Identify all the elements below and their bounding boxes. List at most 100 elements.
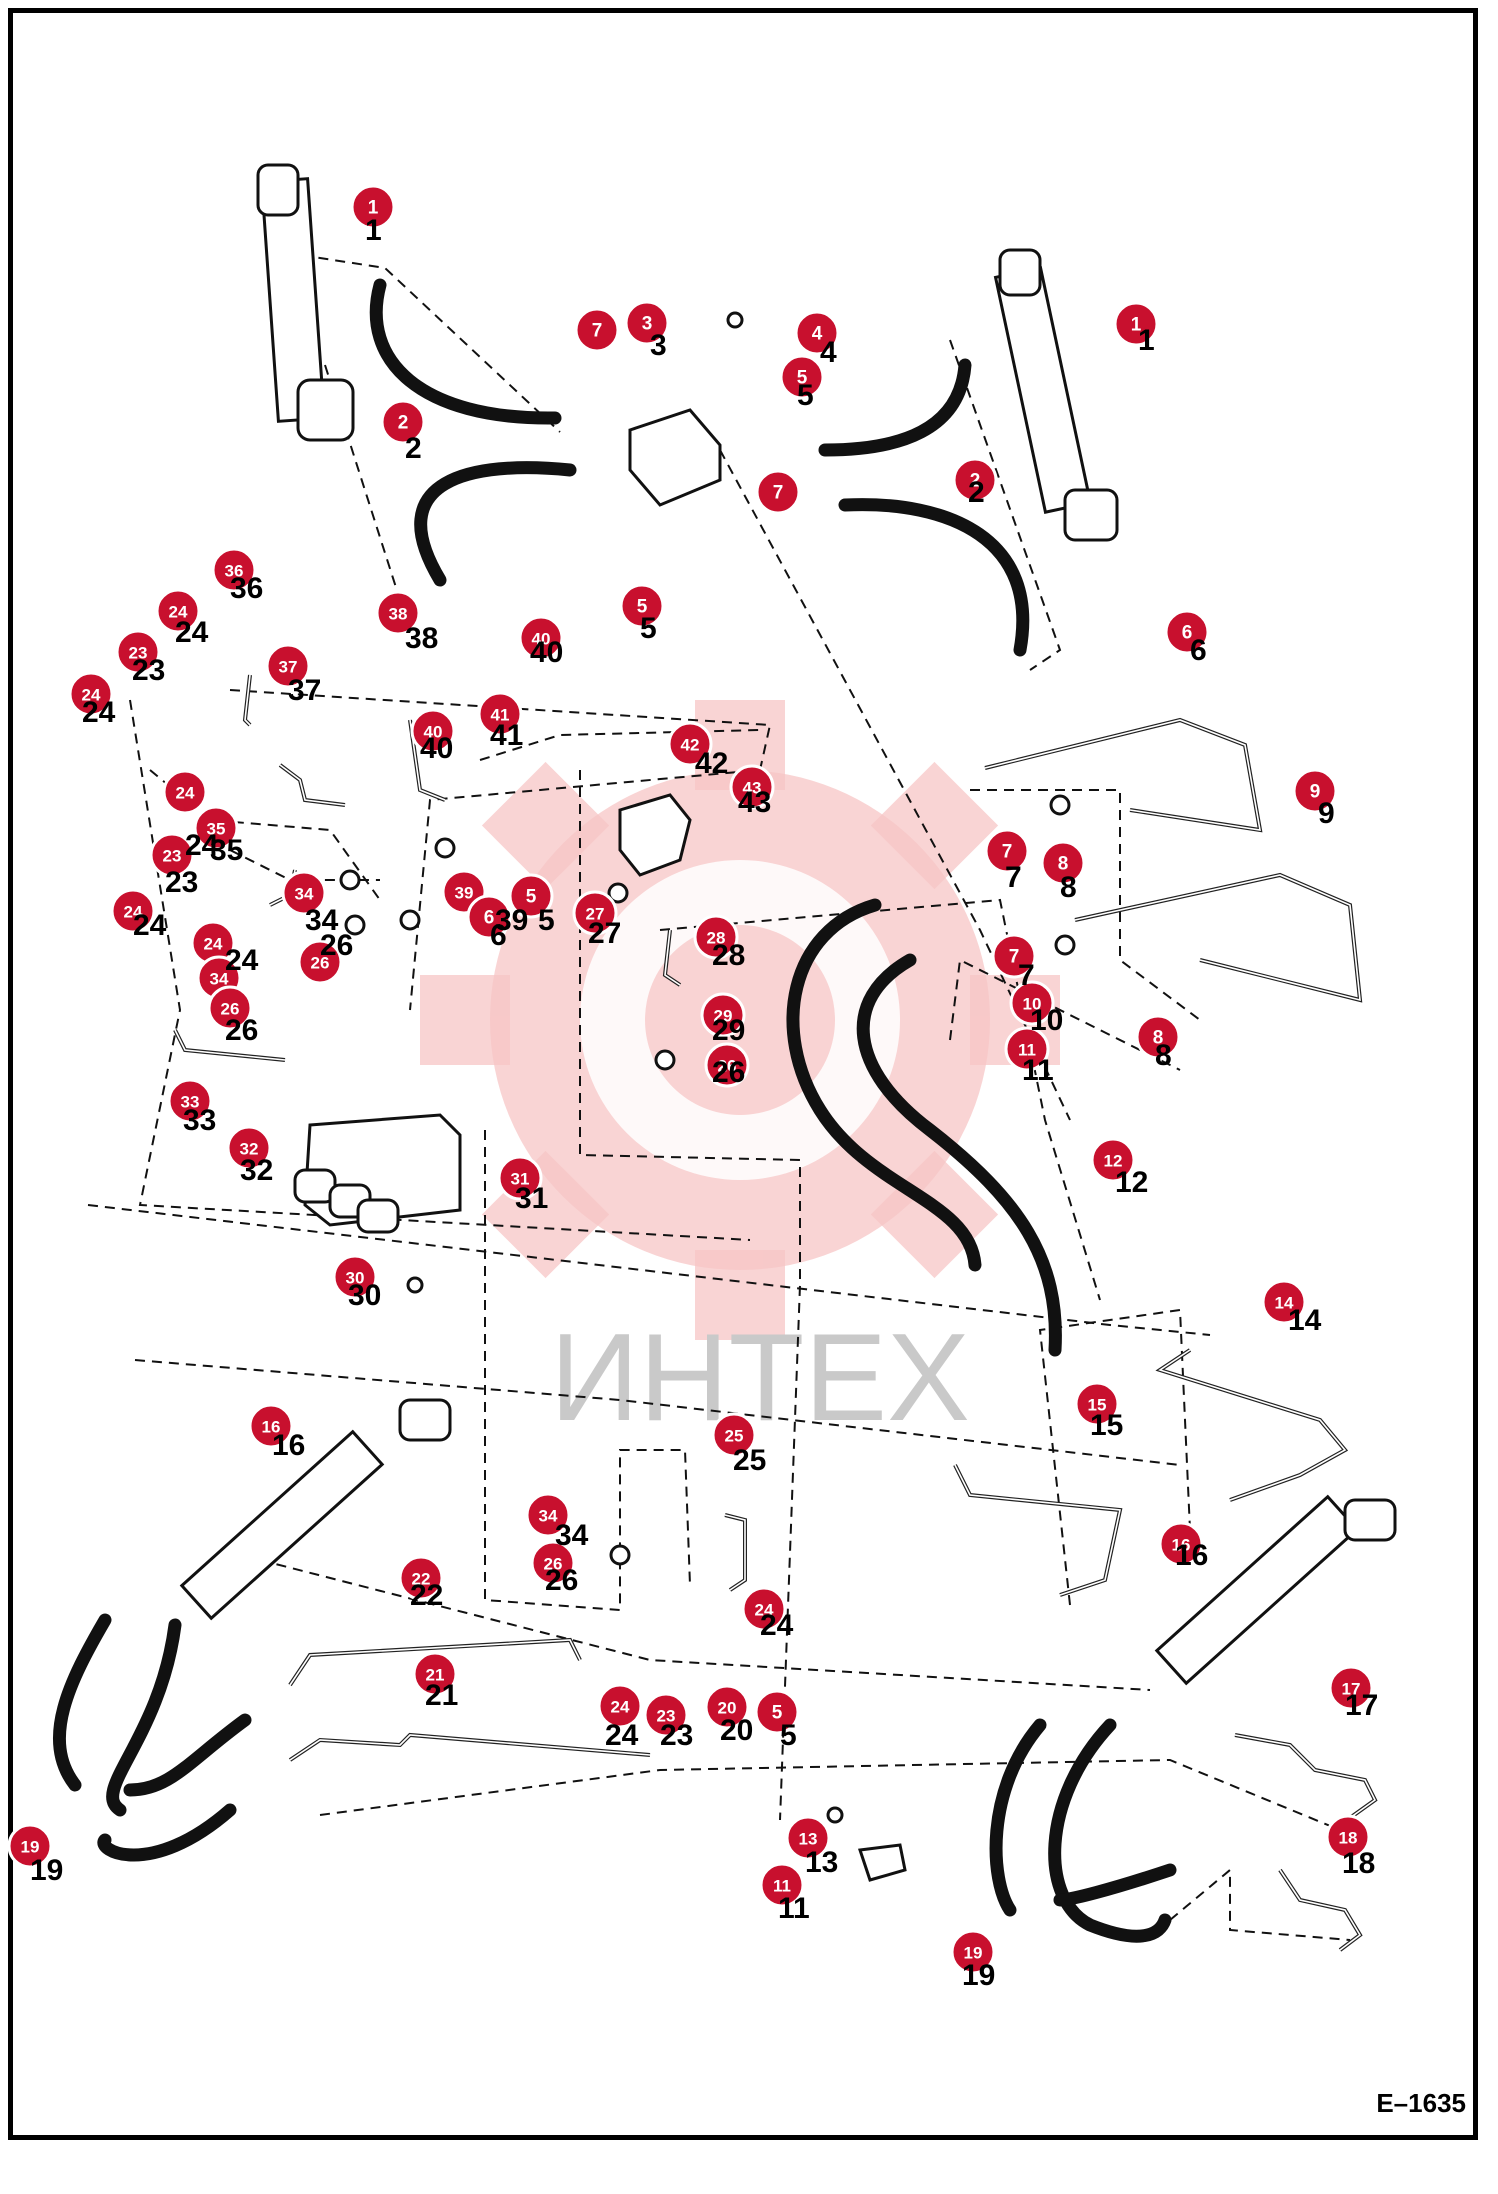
callout-marker bbox=[155, 588, 201, 634]
part-label: 24 bbox=[185, 829, 219, 862]
callout-15: 15 bbox=[1074, 1381, 1120, 1427]
callout-marker bbox=[711, 1412, 757, 1458]
part-label: 13 bbox=[805, 1846, 838, 1879]
callout-marker bbox=[619, 583, 665, 629]
callout-24: 24 bbox=[597, 1683, 643, 1729]
callout-marker bbox=[162, 769, 208, 815]
callout-marker bbox=[412, 1651, 458, 1697]
clamp bbox=[857, 1843, 907, 1882]
callout-marker bbox=[525, 1492, 571, 1538]
callout-marker bbox=[950, 1929, 996, 1975]
callout-43: 43 bbox=[729, 764, 775, 810]
callout-marker bbox=[380, 399, 426, 445]
part-label: 31 bbox=[515, 1182, 548, 1215]
callout-28: 28 bbox=[693, 914, 739, 960]
callout-number: 24 bbox=[176, 784, 195, 803]
callout-number: 26 bbox=[311, 954, 330, 973]
callout-number: 15 bbox=[1088, 1396, 1107, 1415]
part-label: 15 bbox=[1090, 1409, 1123, 1442]
part-number-labels: 1 1 2 2 3 4 5 38 36 24 23 24 37 40 5 40 … bbox=[30, 214, 1378, 1992]
callout-8: 8 bbox=[1040, 840, 1086, 886]
callout-marker bbox=[704, 1042, 750, 1088]
callout-31: 31 bbox=[497, 1155, 543, 1201]
callout-27: 27 bbox=[572, 890, 618, 936]
part-label: 5 bbox=[640, 612, 657, 645]
watermark-text: ИНТЕХ bbox=[550, 1309, 970, 1447]
callout-number: 24 bbox=[204, 935, 223, 954]
lift-cylinder-right bbox=[993, 248, 1119, 542]
callout-6: 6 bbox=[466, 894, 512, 940]
callout-11: 11 bbox=[759, 1862, 805, 1908]
callout-marker bbox=[1158, 1521, 1204, 1567]
diagram-frame bbox=[8, 8, 1478, 2140]
part-label: 11 bbox=[778, 1892, 810, 1925]
callout-5: 5 bbox=[508, 873, 554, 919]
callout-36: 36 bbox=[211, 547, 257, 593]
callout-number: 5 bbox=[526, 887, 537, 908]
part-label: 26 bbox=[320, 929, 353, 962]
part-label: 18 bbox=[1342, 1847, 1375, 1880]
part-label: 5 bbox=[797, 379, 814, 412]
callout-marker bbox=[991, 933, 1037, 979]
callout-37: 37 bbox=[265, 643, 311, 689]
callout-number: 16 bbox=[262, 1418, 281, 1437]
callout-marker bbox=[530, 1540, 576, 1586]
callout-23: 23 bbox=[115, 629, 161, 675]
callout-34: 34 bbox=[281, 870, 327, 916]
callout-14: 14 bbox=[1261, 1279, 1307, 1325]
callout-number: 8 bbox=[1058, 854, 1069, 875]
callout-24: 24 bbox=[68, 671, 114, 717]
part-label: 34 bbox=[555, 1519, 589, 1552]
part-label: 1 bbox=[1138, 324, 1155, 357]
callout-number: 26 bbox=[718, 1057, 737, 1076]
part-label: 8 bbox=[1060, 871, 1077, 904]
part-label: 40 bbox=[530, 636, 563, 669]
callout-marker bbox=[110, 888, 156, 934]
callout-number: 26 bbox=[221, 1000, 240, 1019]
callout-marker bbox=[1325, 1814, 1371, 1860]
callout-40: 40 bbox=[410, 708, 456, 754]
part-label: 1 bbox=[365, 214, 382, 247]
callout-number: 10 bbox=[1023, 995, 1042, 1014]
callout-marker bbox=[1164, 609, 1210, 655]
callout-marker bbox=[779, 354, 825, 400]
callout-41: 41 bbox=[477, 691, 523, 737]
callout-marker bbox=[167, 1078, 213, 1124]
tilt-cylinder-right bbox=[1154, 1494, 1397, 1686]
callout-marker bbox=[297, 939, 343, 985]
callout-5: 5 bbox=[754, 1689, 800, 1735]
part-label: 11 bbox=[1022, 1054, 1054, 1087]
callout-marker bbox=[1040, 840, 1086, 886]
callout-marker bbox=[785, 1815, 831, 1861]
callout-number: 6 bbox=[1182, 623, 1193, 644]
callout-32: 32 bbox=[226, 1125, 272, 1171]
part-label: 10 bbox=[1030, 1004, 1063, 1037]
callout-marker bbox=[265, 643, 311, 689]
callout-number: 38 bbox=[389, 605, 408, 624]
part-label: 7 bbox=[1018, 959, 1035, 992]
callout-number: 23 bbox=[657, 1707, 676, 1726]
callout-8: 8 bbox=[1135, 1014, 1181, 1060]
callout-number: 33 bbox=[181, 1093, 200, 1112]
part-label: 26 bbox=[225, 1014, 258, 1047]
callout-number: 5 bbox=[797, 368, 808, 389]
callout-marker bbox=[729, 764, 775, 810]
callout-7: 7 bbox=[984, 828, 1030, 874]
callout-number: 7 bbox=[1002, 842, 1013, 863]
part-label: 24 bbox=[760, 1609, 794, 1642]
callout-number: 23 bbox=[163, 847, 182, 866]
callout-marker bbox=[211, 547, 257, 593]
part-label: 23 bbox=[165, 866, 198, 899]
callout-26: 26 bbox=[207, 985, 253, 1031]
callout-7: 7 bbox=[574, 307, 620, 353]
callout-number: 31 bbox=[511, 1170, 530, 1189]
fittings bbox=[339, 311, 1076, 1824]
callout-marker bbox=[597, 1683, 643, 1729]
callout-marker bbox=[207, 985, 253, 1031]
part-label: 14 bbox=[1288, 1304, 1322, 1337]
part-label: 4 bbox=[820, 336, 837, 369]
callout-marker bbox=[704, 1684, 750, 1730]
callout-number: 7 bbox=[1009, 947, 1020, 968]
callout-marker bbox=[984, 828, 1030, 874]
callout-number: 42 bbox=[681, 736, 700, 755]
